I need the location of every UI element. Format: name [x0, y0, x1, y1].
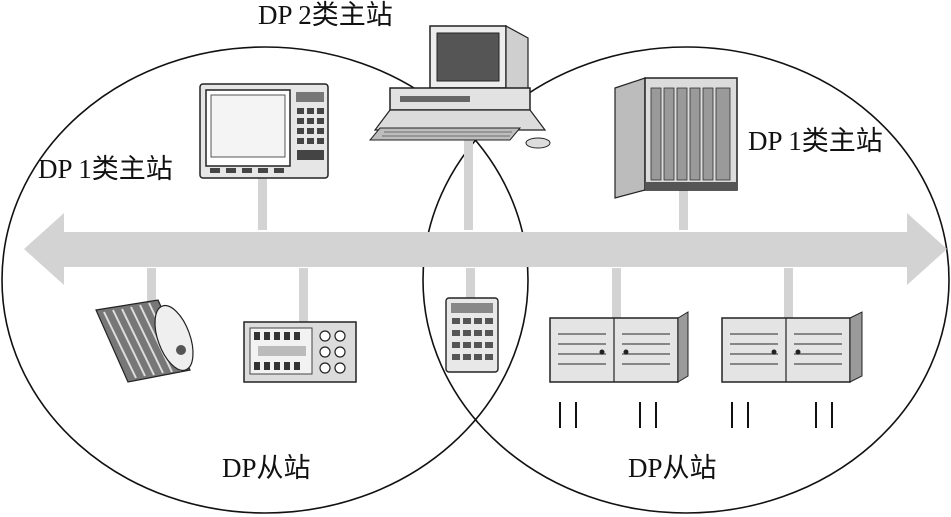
dp-slave-left-label: DP从站: [222, 455, 311, 482]
drive-motor-icon: [96, 300, 201, 382]
dp2-master-label: DP 2类主站: [258, 2, 393, 29]
dp1-master-right-label: DP 1类主站: [748, 128, 883, 155]
profibus-bus-line: [24, 213, 947, 285]
operator-panel-icon: [200, 84, 328, 178]
stub-plc-rack: [679, 190, 688, 230]
stub-et200-b: [784, 268, 793, 318]
pc-workstation-icon: [370, 26, 550, 148]
plc-rack-icon: [615, 78, 737, 198]
distributed-io-a-icon: [550, 312, 688, 428]
stub-et200-a: [612, 268, 621, 318]
dp-slave-right-label: DP从站: [628, 455, 717, 482]
stub-io-module: [299, 268, 308, 322]
stub-hmi: [258, 178, 267, 230]
stub-keypad: [466, 268, 475, 298]
distributed-io-b-icon: [722, 312, 862, 428]
stub-pc: [464, 140, 473, 230]
keypad-terminal-icon: [446, 298, 498, 372]
io-module-icon: [244, 322, 356, 382]
dp1-master-left-label: DP 1类主站: [38, 156, 173, 183]
